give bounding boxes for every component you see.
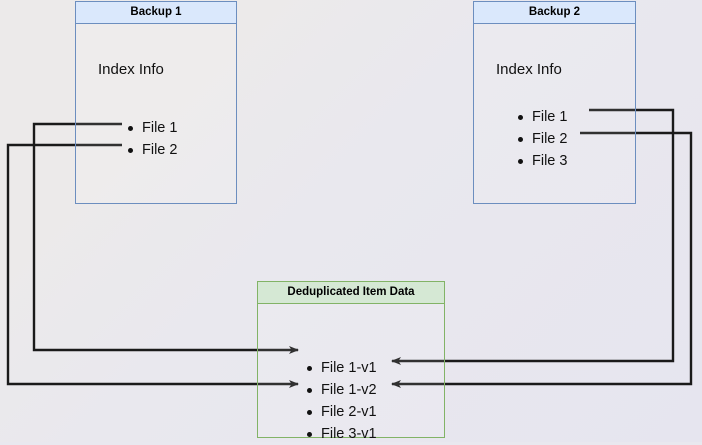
dedup-body: File 1-v1 File 1-v2 File 2-v1 File 3-v1 bbox=[258, 304, 444, 442]
list-item: File 2-v1 bbox=[305, 401, 377, 423]
edge-backup1-file2-to-dedup-file2v1 bbox=[6, 143, 299, 388]
list-item: File 1-v1 bbox=[305, 357, 377, 379]
backup-1-title: Backup 1 bbox=[76, 2, 236, 24]
backup-1-file-list: File 1 File 2 bbox=[126, 117, 177, 161]
backup-1-body: Index Info File 1 File 2 bbox=[76, 24, 236, 203]
backup-1-box: Backup 1 Index Info File 1 File 2 bbox=[75, 1, 237, 204]
list-item: File 1 bbox=[126, 117, 177, 139]
backup-1-index-info-label: Index Info bbox=[98, 61, 164, 78]
dedup-file-list: File 1-v1 File 1-v2 File 2-v1 File 3-v1 bbox=[305, 357, 377, 445]
backup-2-index-info-label: Index Info bbox=[496, 61, 562, 78]
list-item: File 3 bbox=[516, 150, 567, 172]
edge-backup2-file1-to-dedup-file1v2 bbox=[391, 108, 675, 365]
list-item: File 2 bbox=[126, 139, 177, 161]
list-item: File 3-v1 bbox=[305, 423, 377, 445]
backup-2-file-list: File 1 File 2 File 3 bbox=[516, 106, 567, 172]
deduplicated-item-data-box: Deduplicated Item Data File 1-v1 File 1-… bbox=[257, 281, 445, 442]
edge-backup1-file1-to-dedup-file1v1 bbox=[32, 122, 299, 354]
list-item: File 2 bbox=[516, 128, 567, 150]
list-item: File 1 bbox=[516, 106, 567, 128]
backup-2-body: Index Info File 1 File 2 File 3 bbox=[474, 24, 635, 203]
list-item: File 1-v2 bbox=[305, 379, 377, 401]
backup-2-box: Backup 2 Index Info File 1 File 2 File 3 bbox=[473, 1, 636, 204]
dedup-title: Deduplicated Item Data bbox=[258, 282, 444, 304]
backup-2-title: Backup 2 bbox=[474, 2, 635, 24]
